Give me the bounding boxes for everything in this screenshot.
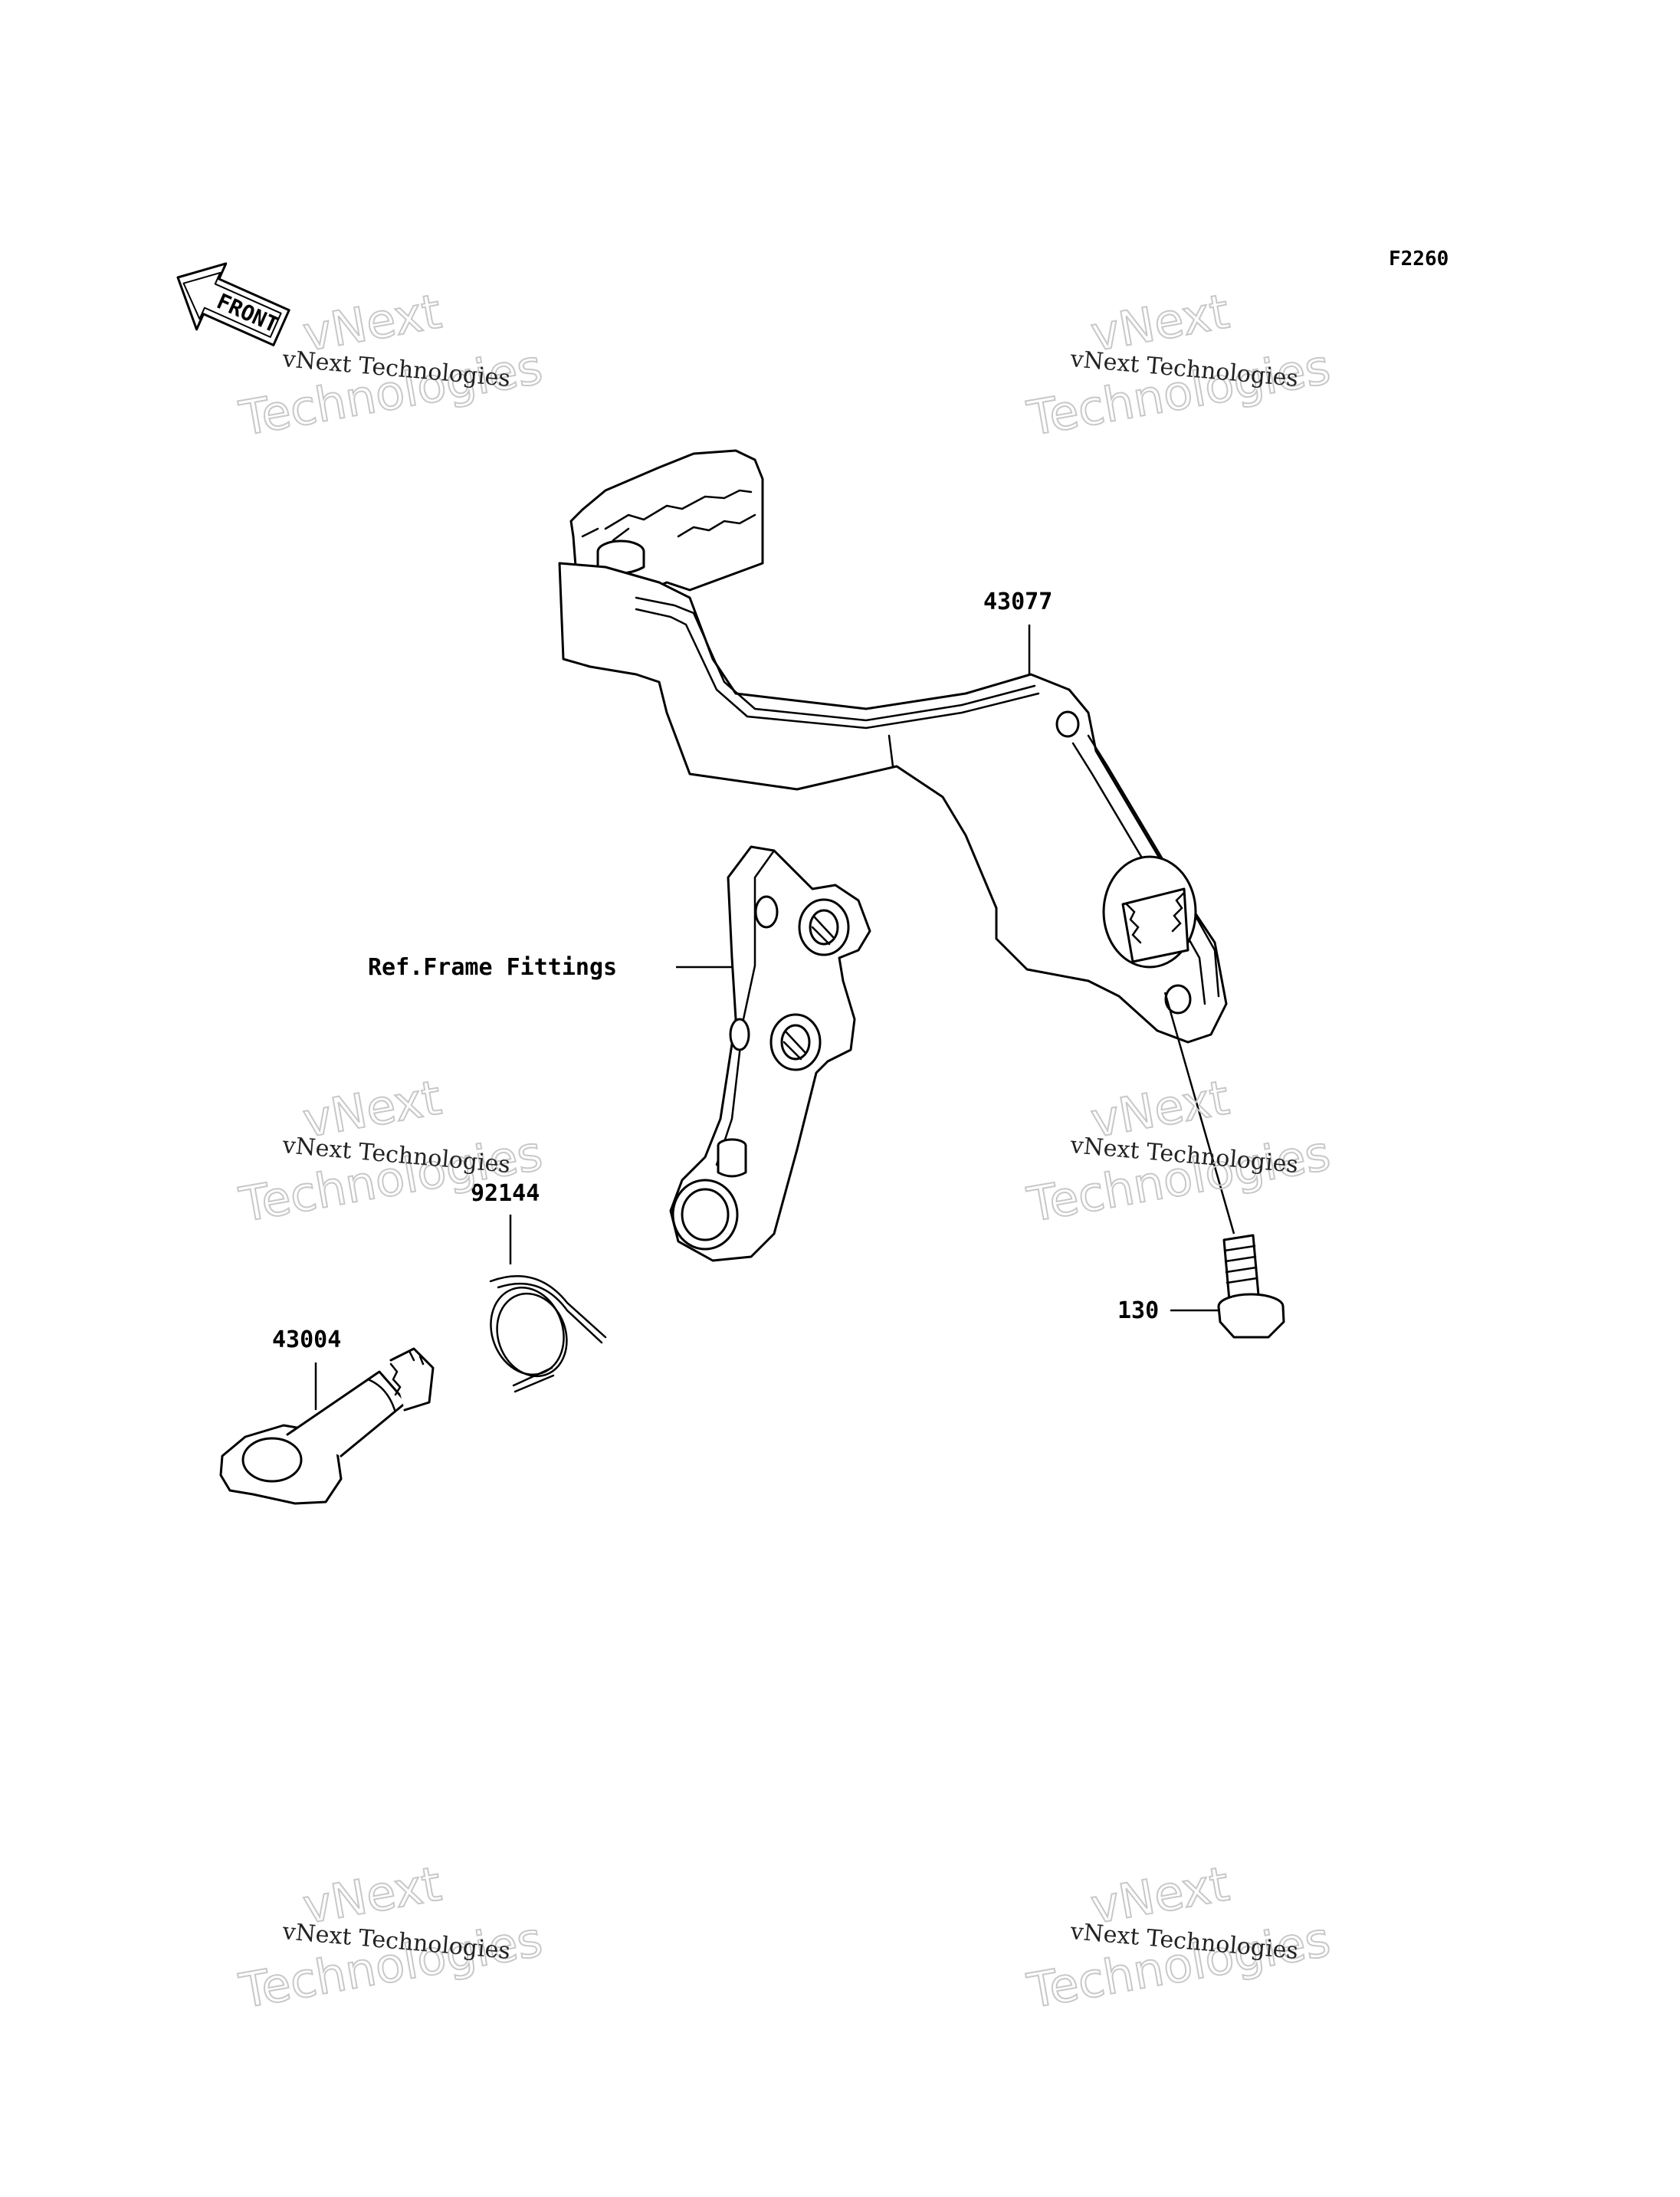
return-spring-part: [489, 1275, 607, 1393]
bolt-to-pedal-leader: [1163, 992, 1235, 1235]
watermark-bottom-left: vNext Technologies vNext Technologies: [235, 1854, 547, 2020]
flange-bolt-part: [1217, 1234, 1285, 1339]
shaft-callout: 43004: [272, 1326, 341, 1353]
brake-shaft-part: [219, 1347, 435, 1505]
brake-pedal-part: [558, 449, 1228, 1044]
watermark-bottom-right: vNext Technologies vNext Technologies: [1022, 1854, 1335, 2020]
front-arrow-icon: FRONT: [176, 262, 290, 346]
frame-fittings-callout: Ref.Frame Fittings: [368, 954, 617, 981]
spring-callout: 92144: [471, 1180, 540, 1207]
bolt-callout: 130: [1117, 1297, 1159, 1324]
figure-code: F2260: [1389, 248, 1449, 271]
brake-pedal-callout: 43077: [983, 589, 1052, 615]
frame-fitting-bracket: [669, 845, 871, 1262]
watermark-middle-right: vNext Technologies vNext Technologies: [1022, 1068, 1335, 1234]
watermark-middle-left: vNext Technologies vNext Technologies: [235, 1068, 547, 1234]
watermark-top-right: vNext Technologies vNext Technologies: [1022, 282, 1335, 448]
